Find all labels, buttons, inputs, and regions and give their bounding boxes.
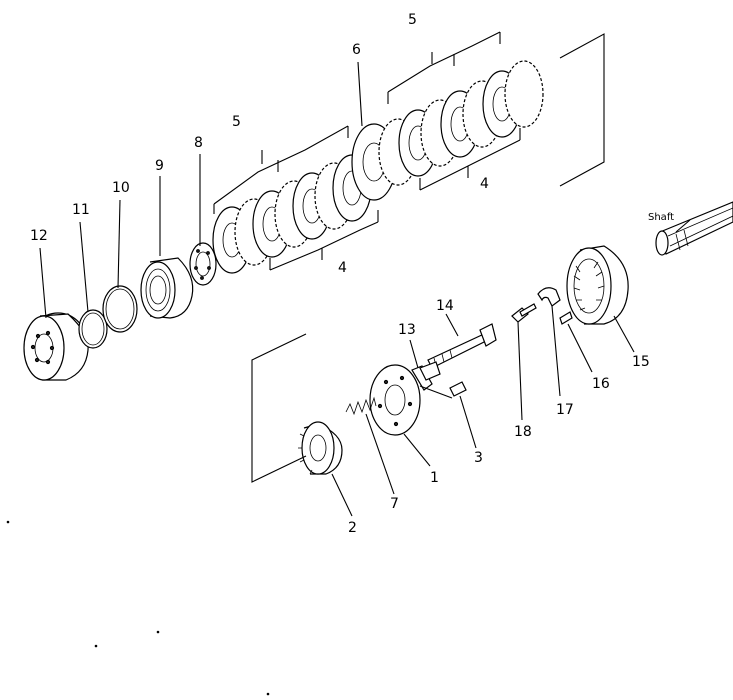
- part-2-gear: [298, 421, 343, 475]
- label-11: 11: [72, 202, 90, 218]
- label-15: 15: [632, 354, 650, 370]
- label-7: 7: [390, 496, 399, 512]
- label-shaft: Shaft: [648, 212, 674, 223]
- callout-labels: 12 11 10 9 8 5 6 5 4 4 Shaft 14 13 15 16…: [30, 12, 674, 536]
- label-8: 8: [194, 135, 203, 151]
- assembly-guide-left: [251, 333, 307, 483]
- shaft: [655, 201, 733, 256]
- part-9-piston: [140, 257, 194, 319]
- part-18-bolt: [511, 303, 537, 323]
- part-8-plate: [189, 242, 217, 286]
- bracket-4-right: [419, 128, 521, 191]
- label-9: 9: [155, 158, 164, 174]
- part-10-oring: [102, 285, 138, 333]
- label-6: 6: [352, 42, 361, 58]
- part-1-plate: [369, 364, 453, 436]
- label-2: 2: [348, 520, 357, 536]
- part-3-pin: [449, 381, 467, 397]
- label-5-right: 5: [408, 12, 417, 28]
- part-14-bolt: [427, 323, 497, 369]
- label-1: 1: [430, 470, 439, 486]
- leader-lines: [39, 61, 691, 517]
- label-4-right: 4: [480, 176, 489, 192]
- label-16: 16: [592, 376, 610, 392]
- part-16-pin: [559, 311, 573, 325]
- part-15-hub: [566, 245, 629, 325]
- label-3: 3: [474, 450, 483, 466]
- label-12: 12: [30, 228, 48, 244]
- part-12-housing: [23, 312, 89, 381]
- part-17-elbow: [537, 287, 561, 307]
- clutch-disc-pack: [212, 60, 544, 274]
- label-10: 10: [112, 180, 130, 196]
- label-17: 17: [556, 402, 574, 418]
- bracket-5-left: [213, 125, 349, 214]
- part-11-oring: [78, 309, 108, 349]
- label-14: 14: [436, 298, 454, 314]
- bracket-4-left: [269, 210, 379, 271]
- assembly-guide-right: [559, 33, 605, 187]
- label-5-left: 5: [232, 114, 241, 130]
- bracket-5-right: [387, 31, 501, 104]
- label-18: 18: [514, 424, 532, 440]
- scan-specks: [6, 520, 270, 696]
- label-4-left: 4: [338, 260, 347, 276]
- part-13-bracket: [411, 361, 441, 391]
- part-7-spring: [345, 396, 377, 416]
- label-13: 13: [398, 322, 416, 338]
